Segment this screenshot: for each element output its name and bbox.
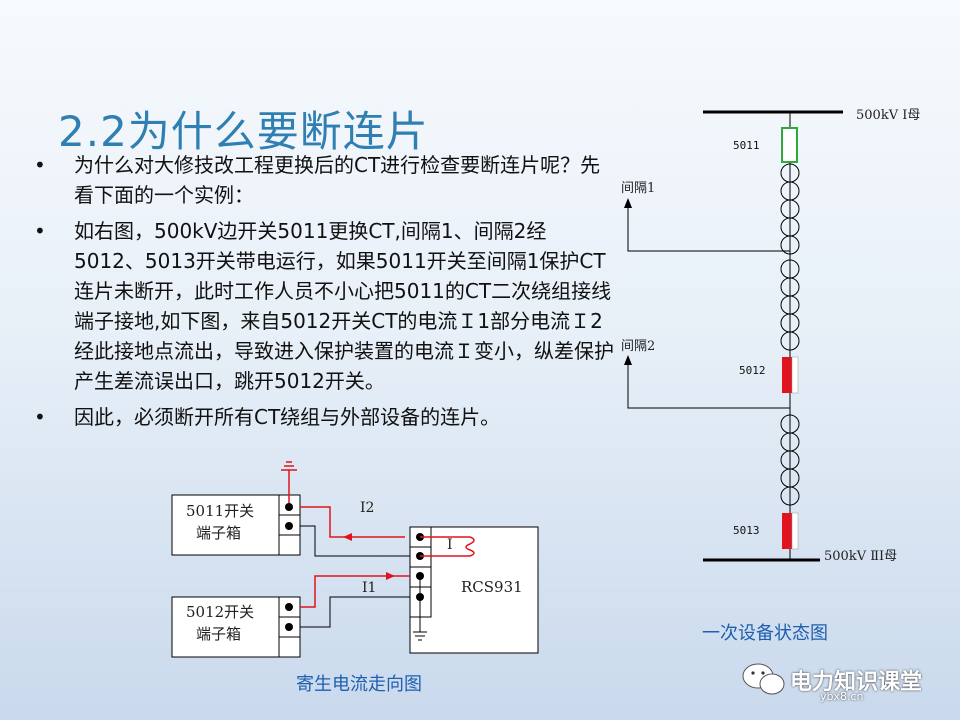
- bullet-item: • 为什么对大修技改工程更换后的CT进行检查要断连片呢？先看下面的一个实例：: [34, 150, 614, 210]
- watermark-sub: ybx8.cn: [820, 690, 864, 703]
- bullet-mark: •: [34, 153, 46, 177]
- secondary-diagram: [171, 461, 539, 658]
- primary-caption: 一次设备状态图: [702, 623, 828, 644]
- breaker-5013-white: [791, 512, 799, 550]
- bullet-text: 因此，必须断开所有CT绕组与外部设备的连片。: [74, 405, 501, 429]
- secondary-caption: 寄生电流走向图: [296, 674, 422, 695]
- bus2-label: 500kV ⅡⅠ母: [824, 549, 898, 564]
- ct-coils: [780, 163, 800, 506]
- i-label: I: [447, 537, 453, 553]
- bullet-item: • 因此，必须断开所有CT绕组与外部设备的连片。: [34, 402, 614, 432]
- bullet-mark: •: [34, 405, 46, 429]
- box1-line2: 端子箱: [196, 524, 242, 542]
- bay2-line: [627, 362, 790, 409]
- device-label: RCS931: [461, 578, 523, 596]
- bullet-item: • 如右图，500kV边开关5011更换CT,间隔1、间隔2经5012、5013…: [34, 216, 614, 396]
- bay1-line: [627, 205, 790, 252]
- bullet-text: 如右图，500kV边开关5011更换CT,间隔1、间隔2经5012、5013开关…: [74, 219, 614, 393]
- bay2-arrow: [624, 355, 632, 365]
- bullet-list: • 为什么对大修技改工程更换后的CT进行检查要断连片呢？先看下面的一个实例： •…: [34, 150, 614, 438]
- wechat-icon: [742, 663, 785, 695]
- box1-line1: 5011开关: [186, 502, 255, 520]
- breaker-5012-white: [791, 356, 799, 394]
- bay1-label: 间隔1: [621, 181, 656, 196]
- bay1-arrow: [624, 198, 632, 208]
- bay2-label: 间隔2: [621, 339, 656, 354]
- box2-line1: 5012开关: [186, 603, 255, 621]
- page-title: 2.2为什么要断连片: [58, 107, 429, 156]
- bus1-label: 500kV Ⅰ母: [856, 108, 921, 123]
- breaker-5013-label: 5013: [733, 524, 760, 537]
- breaker-5011: [781, 127, 798, 163]
- box2-line2: 端子箱: [196, 625, 242, 643]
- breaker-5012-label: 5012: [739, 364, 766, 377]
- bullet-mark: •: [34, 219, 46, 243]
- watermark-text: 电力知识课堂: [790, 670, 923, 695]
- i1-label: I1: [362, 580, 377, 596]
- bullet-text: 为什么对大修技改工程更换后的CT进行检查要断连片呢？先看下面的一个实例：: [74, 153, 601, 207]
- i2-label: I2: [360, 500, 375, 516]
- breaker-5011-label: 5011: [733, 139, 760, 152]
